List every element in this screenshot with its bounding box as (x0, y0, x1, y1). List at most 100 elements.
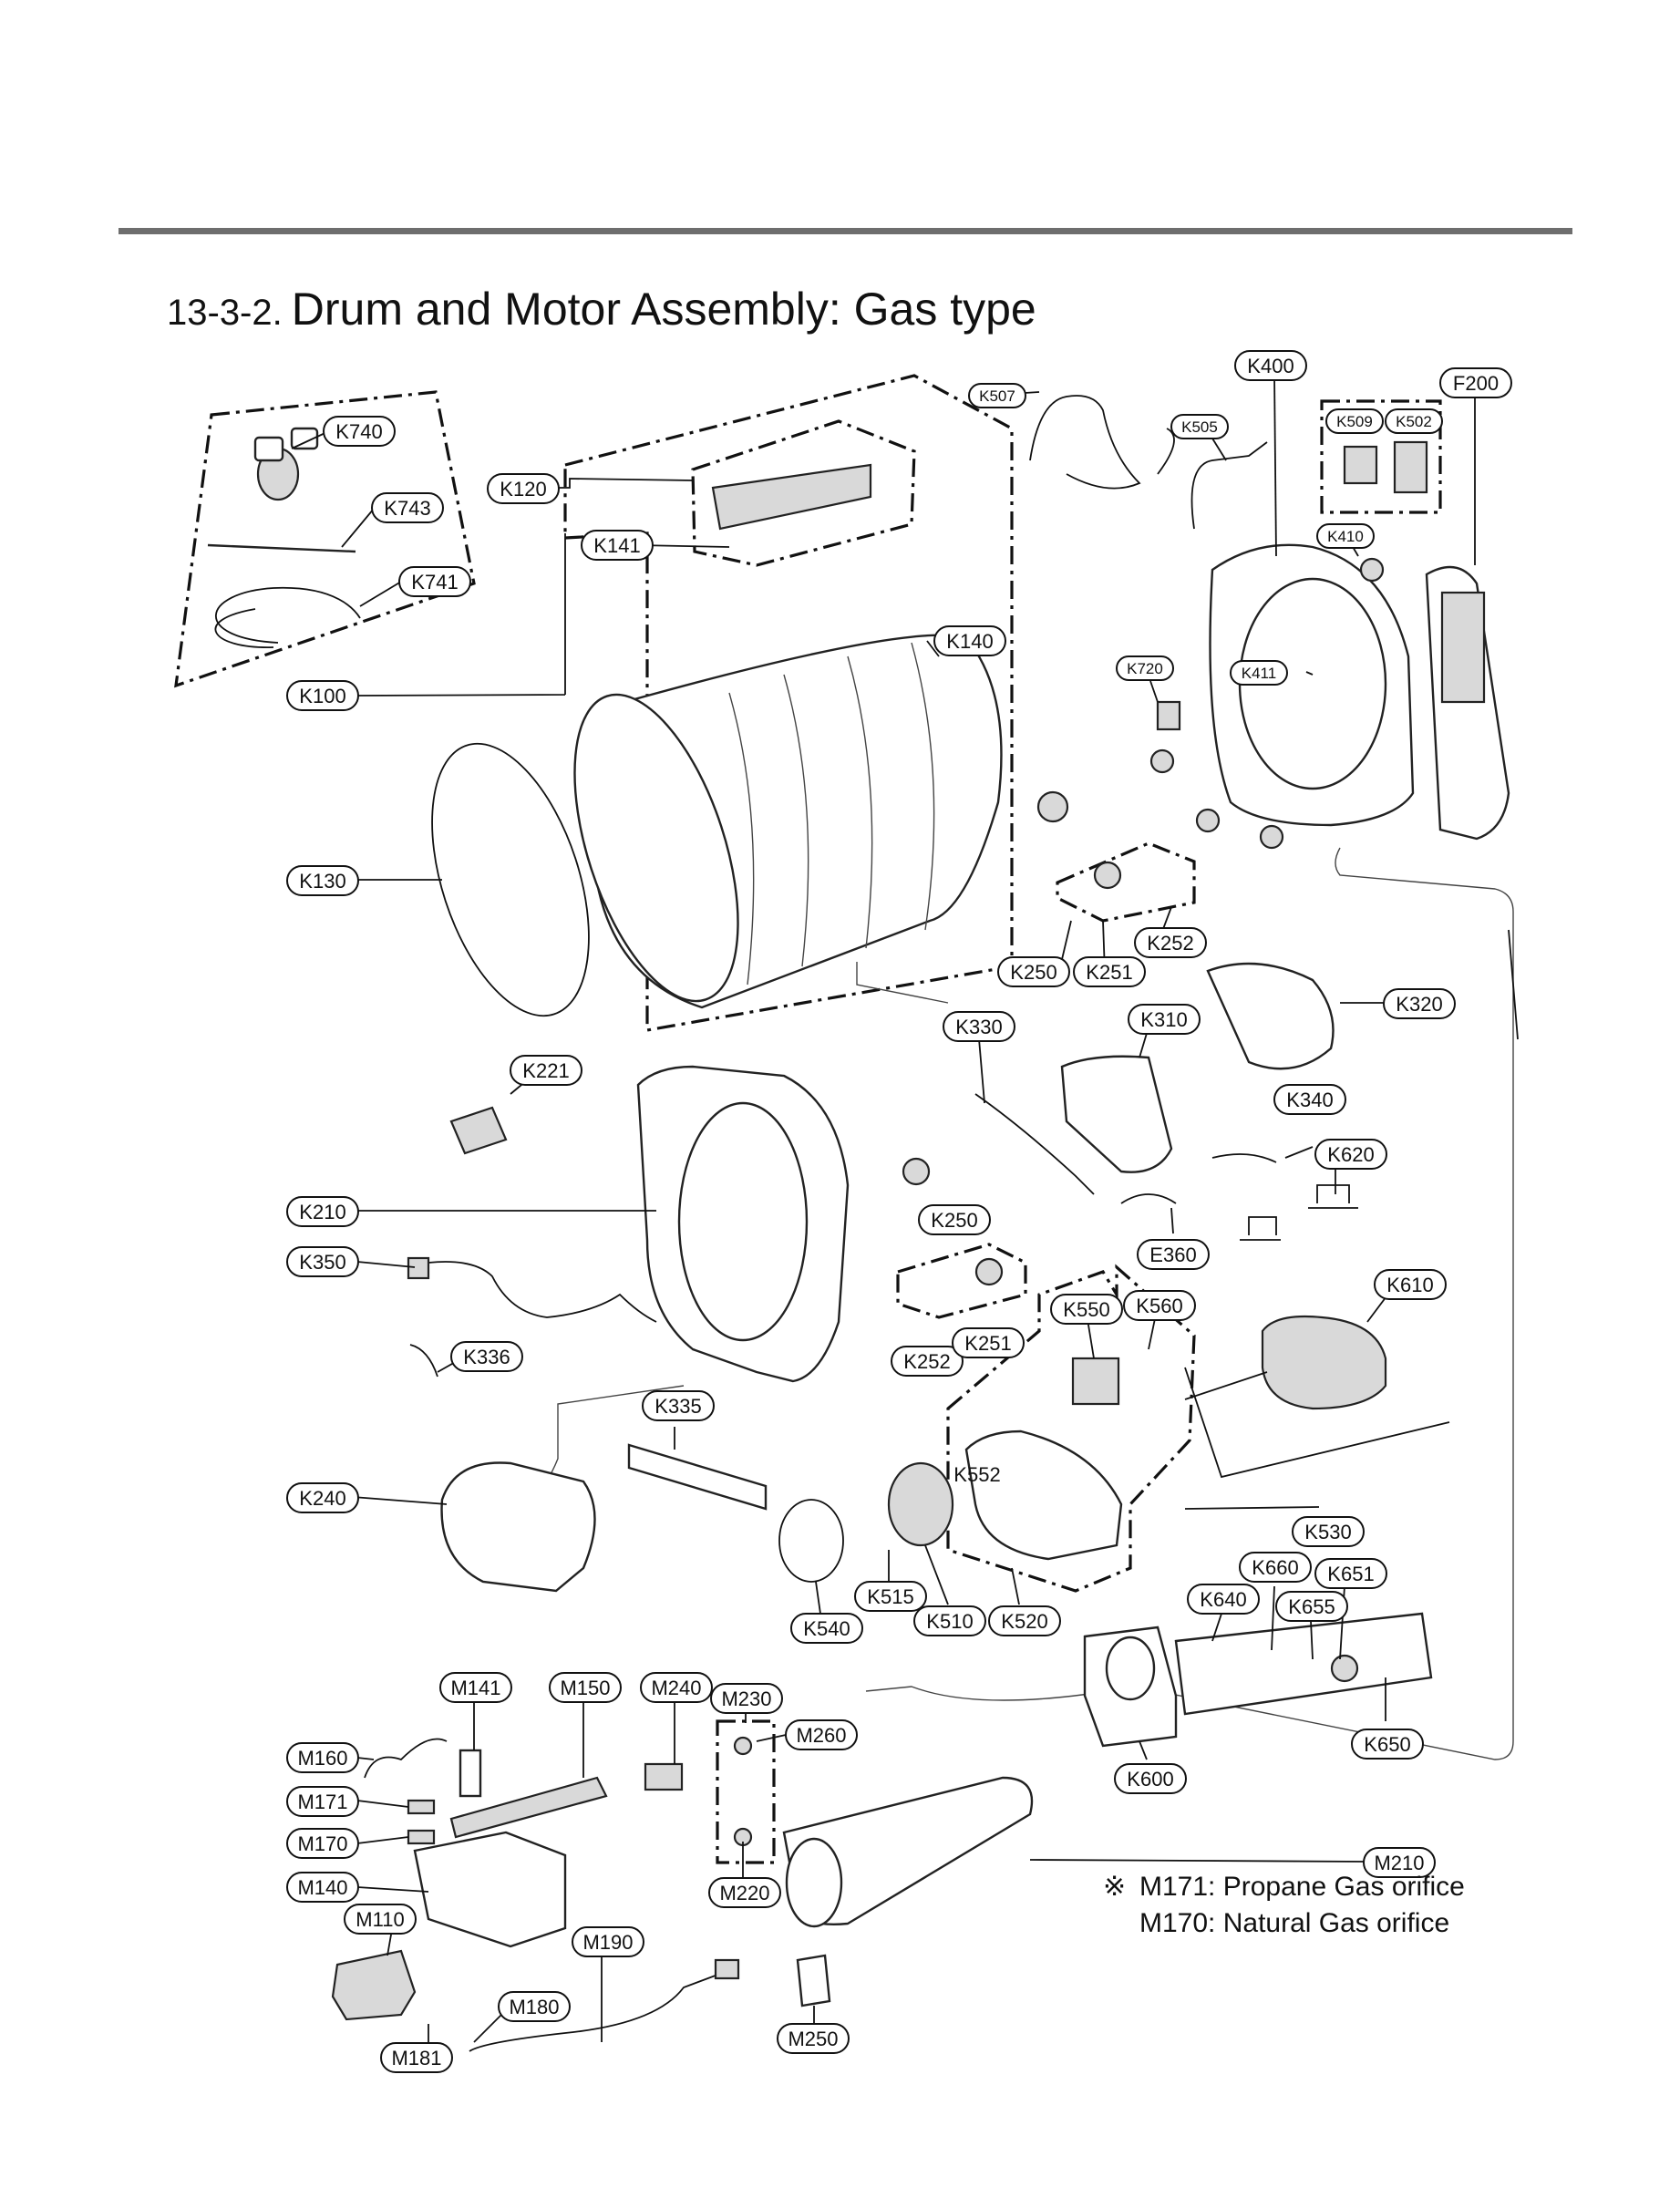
svg-text:K411: K411 (1242, 665, 1276, 682)
label-K530: K530 (1292, 1516, 1365, 1547)
label-K130: K130 (286, 865, 359, 896)
svg-text:K240: K240 (299, 1487, 345, 1510)
svg-text:K410: K410 (1327, 528, 1364, 545)
label-M110: M110 (344, 1904, 417, 1935)
label-K655: K655 (1275, 1591, 1348, 1622)
roller-set-upper (1036, 748, 1284, 890)
svg-text:K530: K530 (1304, 1521, 1351, 1543)
short-hose-part (207, 543, 356, 553)
label-K620: K620 (1314, 1139, 1387, 1170)
seal-strip-part (1211, 1153, 1277, 1163)
rollers-bottom-boundary (896, 1243, 1027, 1319)
svg-text:M160: M160 (297, 1747, 347, 1770)
svg-text:K250: K250 (1010, 961, 1056, 984)
svg-text:K600: K600 (1127, 1768, 1173, 1791)
gas-valve-part (331, 1949, 417, 2021)
label-K251: K251 (1073, 956, 1146, 987)
long-hose-part (214, 587, 361, 648)
gas-pipe-part (469, 1973, 721, 2052)
label-M230: M230 (710, 1683, 783, 1714)
drum-rim (573, 693, 739, 1003)
svg-text:M190: M190 (582, 1931, 633, 1954)
burner-bracket-part (413, 1831, 567, 1948)
burner-tube-part (449, 1776, 608, 1839)
svg-text:K515: K515 (867, 1585, 913, 1608)
sensor-part (1156, 700, 1181, 731)
svg-text:K100: K100 (299, 685, 345, 707)
label-K140: K140 (933, 625, 1006, 656)
svg-text:M250: M250 (788, 2028, 838, 2050)
label-K743: K743 (371, 492, 444, 523)
label-K640: K640 (1187, 1584, 1260, 1615)
svg-text:M110: M110 (356, 1908, 404, 1931)
svg-text:K252: K252 (1147, 932, 1193, 955)
svg-text:M171: M171 (297, 1791, 347, 1813)
svg-text:K336: K336 (463, 1346, 510, 1368)
label-K651: K651 (1314, 1558, 1387, 1589)
harness-part (414, 1261, 657, 1323)
label-K510: K510 (913, 1605, 986, 1636)
label-K505: K505 (1170, 414, 1229, 439)
door-latch-part (449, 1106, 508, 1155)
svg-text:M180: M180 (509, 1996, 559, 2018)
svg-text:K509: K509 (1336, 413, 1373, 430)
label-M140: M140 (286, 1872, 359, 1903)
label-K252: K252 (1134, 927, 1207, 958)
drum-assembly-boundary (563, 374, 1014, 1032)
label-K502: K502 (1385, 408, 1443, 434)
label-K720: K720 (1116, 655, 1174, 681)
label-M160: M160 (286, 1742, 359, 1773)
svg-text:K340: K340 (1286, 1089, 1333, 1111)
svg-text:K330: K330 (955, 1016, 1002, 1038)
label-M220: M220 (708, 1877, 781, 1908)
label-K120: K120 (487, 473, 560, 504)
label-K540: K540 (790, 1613, 863, 1644)
label-M250: M250 (777, 2023, 850, 2054)
svg-text:K655: K655 (1288, 1595, 1335, 1618)
svg-text:K505: K505 (1181, 418, 1218, 436)
svg-text:K335: K335 (654, 1395, 701, 1418)
motor-part (1261, 1315, 1387, 1410)
svg-text:F200: F200 (1453, 372, 1499, 395)
svg-text:E360: E360 (1149, 1244, 1196, 1266)
front-duct-part (440, 1461, 596, 1593)
svg-text:M210: M210 (1374, 1852, 1424, 1874)
drum-front-gasket (431, 742, 590, 1017)
svg-text:M170: M170 (297, 1832, 347, 1855)
svg-text:K251: K251 (964, 1332, 1011, 1355)
svg-text:K560: K560 (1136, 1295, 1182, 1317)
label-M260: M260 (785, 1719, 858, 1750)
svg-text:K540: K540 (803, 1617, 850, 1640)
label-K251-lower: K251 (952, 1327, 1025, 1358)
label-M180: M180 (498, 1991, 571, 2022)
svg-text:K210: K210 (299, 1201, 345, 1223)
svg-text:K610: K610 (1386, 1274, 1433, 1296)
duct-part (1206, 962, 1335, 1070)
chamber-support-part (796, 1954, 831, 2007)
label-K340: K340 (1273, 1084, 1346, 1115)
orifice-part-1 (407, 1799, 436, 1815)
label-M210: M210 (1363, 1847, 1436, 1878)
svg-text:K660: K660 (1252, 1556, 1298, 1579)
svg-text:K740: K740 (335, 420, 382, 443)
label-K400: K400 (1234, 350, 1307, 381)
support-bar-part (627, 1443, 768, 1511)
label-K335: K335 (642, 1390, 715, 1421)
label-K509: K509 (1325, 408, 1384, 434)
svg-text:K640: K640 (1200, 1588, 1246, 1611)
svg-text:K310: K310 (1140, 1008, 1187, 1031)
label-K350: K350 (286, 1246, 359, 1277)
svg-text:M140: M140 (297, 1876, 347, 1899)
svg-text:M260: M260 (796, 1724, 846, 1747)
svg-text:K743: K743 (384, 497, 430, 520)
cabinet-outline (1134, 847, 1514, 1760)
label-K250: K250 (997, 956, 1070, 987)
drum-lifter-boundary (691, 419, 916, 567)
pcb-board-part (1343, 445, 1378, 485)
base-rail-part (1174, 1612, 1433, 1716)
svg-text:K251: K251 (1086, 961, 1132, 984)
svg-text:K252: K252 (903, 1350, 950, 1373)
svg-text:K502: K502 (1396, 413, 1432, 430)
label-M150: M150 (549, 1672, 622, 1703)
